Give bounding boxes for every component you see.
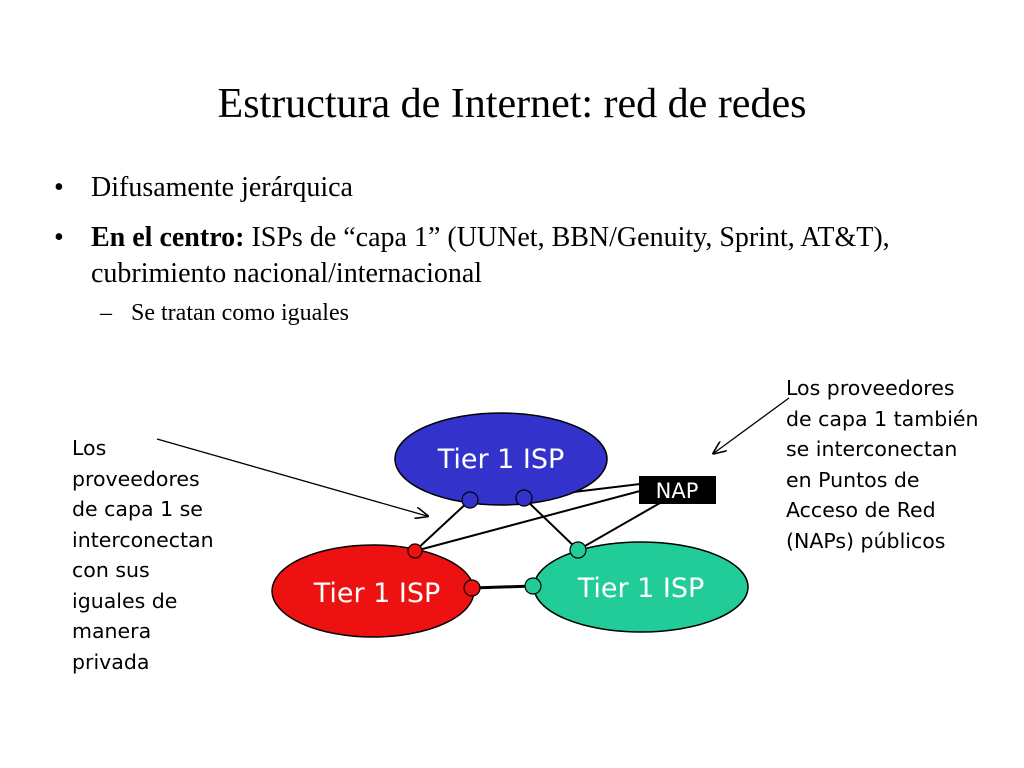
nap-label: NAP: [656, 479, 699, 503]
slide-title: Estructura de Internet: red de redes: [217, 81, 807, 127]
link-top-left: [414, 499, 471, 552]
sub-bullet-item: – Se tratan como iguales: [54, 298, 974, 328]
dash-icon: –: [100, 300, 112, 326]
router-dot: [569, 541, 587, 559]
bullet-icon: •: [54, 172, 64, 203]
router-dot: [515, 489, 533, 507]
link-left-nap: [414, 490, 641, 552]
isp-top-ellipse: [394, 412, 608, 506]
bullet-text: ISPs de “capa 1” (UUNet, BBN/Genuity, Sp…: [91, 222, 890, 289]
router-dot: [524, 577, 542, 595]
bullet-text: Difusamente jerárquica: [91, 172, 353, 203]
isp-right-label: Tier 1 ISP: [577, 573, 705, 604]
note-nap-peering: Los proveedores de capa 1 también se int…: [786, 376, 979, 553]
annotation-arrow-right: [714, 397, 790, 453]
bullet-bold-lead: En el centro:: [91, 222, 245, 253]
bullet-item: • Difusamente jerárquica: [54, 170, 974, 206]
nap-box: [639, 476, 716, 504]
bullet-icon: •: [54, 222, 64, 253]
router-dot: [463, 579, 481, 597]
router-dot: [461, 491, 479, 509]
note-private-peering: Los proveedores de capa 1 se interconect…: [72, 436, 214, 674]
link-top-right: [523, 497, 579, 551]
isp-top-label: Tier 1 ISP: [437, 444, 565, 475]
annotation-arrow-left: [156, 438, 427, 516]
bullet-item: • En el centro: ISPs de “capa 1” (UUNet,…: [54, 220, 974, 328]
sub-bullet-text: Se tratan como iguales: [131, 300, 349, 326]
router-dot: [407, 543, 423, 559]
link-left-right: [471, 584, 534, 590]
link-right-nap: [577, 502, 661, 551]
isp-left-label: Tier 1 ISP: [313, 578, 441, 609]
bullet-list: • Difusamente jerárquica • En el centro:…: [54, 170, 974, 342]
